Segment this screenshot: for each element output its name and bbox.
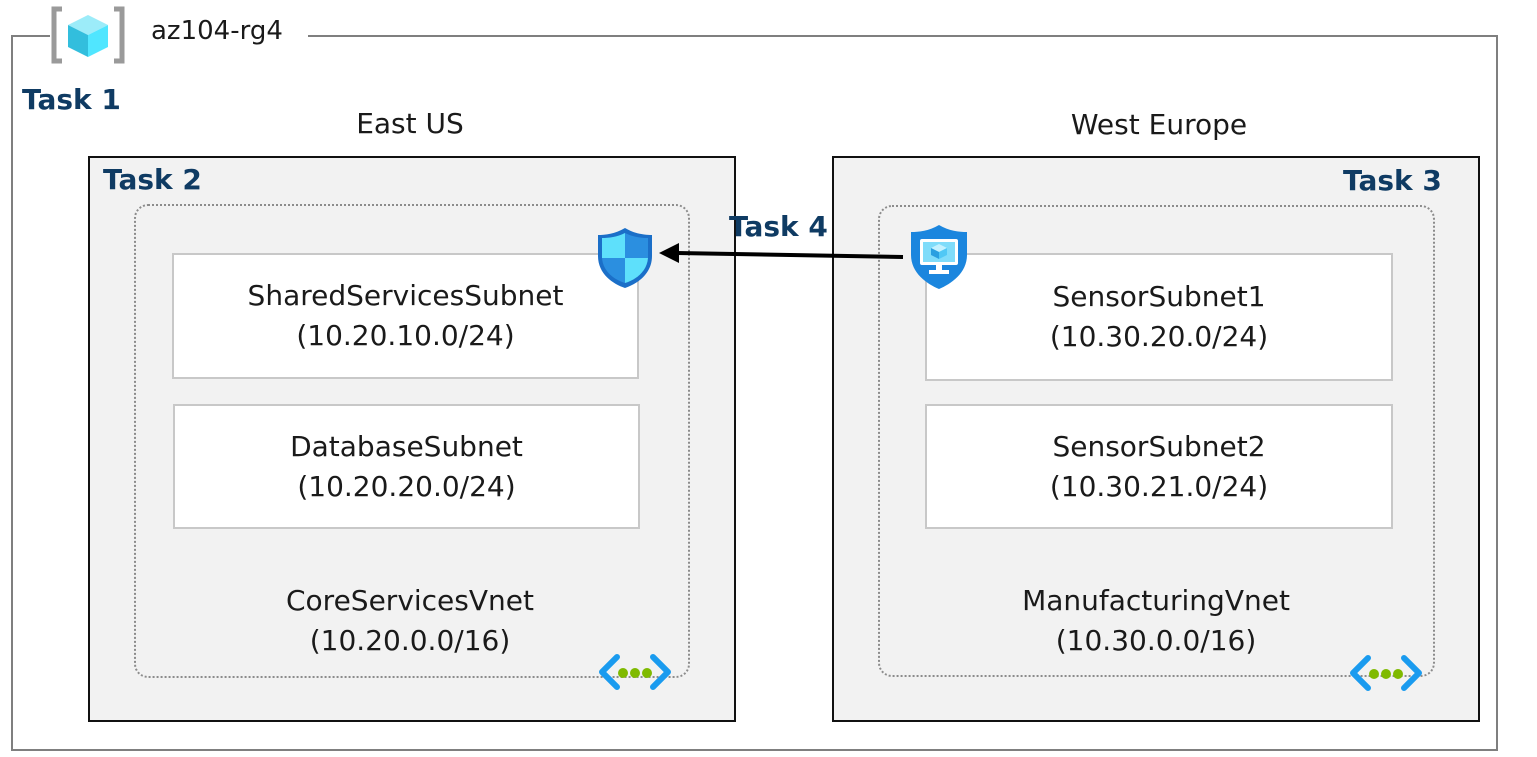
frame-top-border-left (11, 35, 53, 37)
resource-group-frame (11, 35, 1498, 751)
core-services-vnet-box (134, 204, 690, 678)
frame-top-border-right (308, 35, 1498, 37)
subnet-cidr: (10.30.21.0/24) (1049, 469, 1269, 503)
vnet-name: ManufacturingVnet (1022, 584, 1290, 617)
virtual-machine-icon (907, 223, 971, 291)
task2-label: Task 2 (103, 163, 202, 196)
subnet-name: DatabaseSubnet (290, 429, 523, 463)
subnet-cidr: (10.20.20.0/24) (297, 469, 516, 503)
resource-group-name: az104-rg4 (145, 14, 289, 48)
region-east-us: East US (356, 107, 464, 140)
vnet-cidr: (10.20.0.0/16) (309, 624, 511, 657)
network-security-group-icon (595, 226, 655, 290)
subnet-name: SensorSubnet1 (1052, 280, 1266, 313)
connection-arrow (659, 243, 904, 263)
subnet-name: SharedServicesSubnet (247, 279, 564, 312)
vnet-cidr: (10.30.0.0/16) (1055, 624, 1257, 657)
vnet-label-manufacturing: ManufacturingVnet (10.30.0.0/16) (956, 581, 1356, 661)
subnet-shared-services: SharedServicesSubnet (10.20.10.0/24) (172, 253, 639, 379)
subnet-database: DatabaseSubnet (10.20.20.0/24) (173, 404, 640, 529)
task3-label: Task 3 (1343, 164, 1442, 197)
virtual-network-icon (1350, 655, 1422, 691)
resource-group-icon (50, 5, 126, 65)
vnet-name: CoreServicesVnet (286, 584, 534, 617)
vnet-label-core-services: CoreServicesVnet (10.20.0.0/16) (210, 581, 610, 661)
manufacturing-vnet-box (878, 205, 1435, 677)
subnet-cidr: (10.30.20.0/24) (1049, 320, 1269, 353)
subnet-sensor1: SensorSubnet1 (10.30.20.0/24) (925, 253, 1393, 381)
subnet-cidr: (10.20.10.0/24) (296, 319, 515, 352)
region-west-europe: West Europe (1070, 108, 1248, 141)
task4-label: Task 4 (729, 210, 828, 243)
subnet-sensor2: SensorSubnet2 (10.30.21.0/24) (925, 404, 1393, 529)
task1-label: Task 1 (22, 83, 121, 116)
subnet-name: SensorSubnet2 (1052, 429, 1266, 463)
virtual-network-icon (599, 654, 671, 690)
